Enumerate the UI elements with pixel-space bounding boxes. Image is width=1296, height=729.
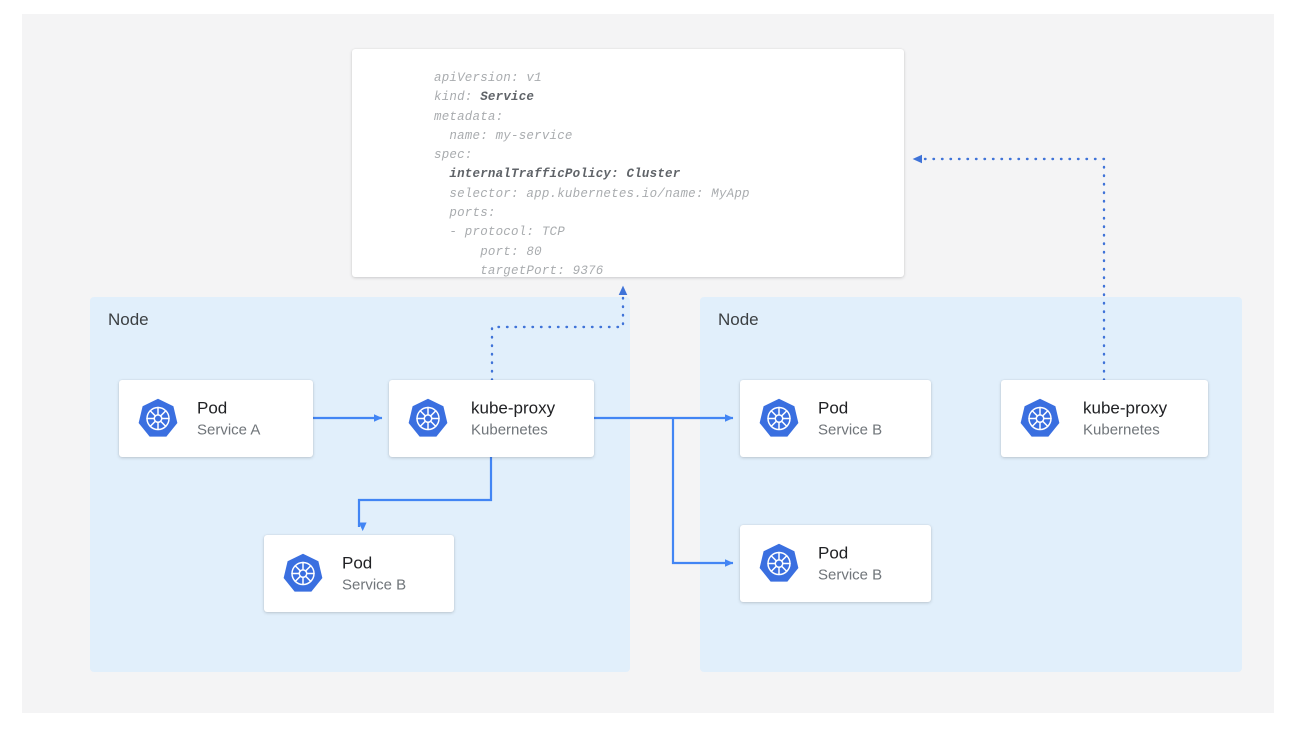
card-subtitle: Service B [818, 566, 883, 583]
yaml-line: port: 80 [434, 244, 542, 259]
card-text: Pod Service A [197, 397, 260, 440]
kubernetes-icon [1020, 398, 1060, 437]
node-left: Node [90, 297, 630, 672]
card-title: kube-proxy [1083, 398, 1168, 417]
card-text: kube-proxy Kubernetes [471, 397, 555, 440]
service-spec-yaml-text: apiVersion: v1 kind: Service metadata: n… [434, 69, 896, 277]
card-title: Pod [342, 553, 373, 572]
yaml-line: - protocol: TCP [434, 225, 565, 240]
card-title: Pod [818, 543, 849, 562]
card-text: Pod Service B [342, 552, 406, 595]
kubernetes-icon [138, 398, 178, 437]
card-subtitle: Kubernetes [1083, 421, 1160, 438]
yaml-line: spec: [434, 148, 473, 163]
kubernetes-icon [759, 398, 799, 437]
yaml-line-internal-traffic-policy: internalTrafficPolicy: Cluster [434, 167, 681, 182]
yaml-line: metadata: [434, 109, 504, 124]
kubernetes-icon [408, 398, 448, 437]
card-pod-service-b-local[interactable]: Pod Service B [264, 535, 454, 612]
diagram-canvas: apiVersion: v1 kind: Service metadata: n… [22, 14, 1274, 713]
service-spec-yaml-card: apiVersion: v1 kind: Service metadata: n… [352, 49, 904, 277]
card-kube-proxy-right[interactable]: kube-proxy Kubernetes [1001, 380, 1208, 457]
card-title: kube-proxy [471, 398, 556, 417]
kubernetes-icon [759, 543, 799, 582]
card-pod-service-b-remote-2[interactable]: Pod Service B [740, 525, 931, 602]
card-title: Pod [197, 398, 228, 417]
card-text: kube-proxy Kubernetes [1083, 397, 1167, 440]
node-left-label: Node [108, 310, 149, 329]
card-subtitle: Service B [342, 576, 407, 593]
card-subtitle: Kubernetes [471, 421, 548, 438]
yaml-kind-value: Service [480, 90, 535, 105]
yaml-line: kind: Service [434, 90, 535, 105]
card-subtitle: Service A [197, 421, 261, 438]
card-pod-service-a[interactable]: Pod Service A [119, 380, 313, 457]
card-text: Pod Service B [818, 542, 882, 585]
card-subtitle: Service B [818, 421, 883, 438]
yaml-line: name: my-service [434, 128, 573, 143]
yaml-line: ports: [434, 206, 496, 221]
yaml-line: targetPort: 9376 [434, 263, 604, 277]
node-right-label: Node [718, 310, 759, 329]
kubernetes-icon [283, 553, 323, 592]
card-pod-service-b-remote-1[interactable]: Pod Service B [740, 380, 931, 457]
card-text: Pod Service B [818, 397, 882, 440]
card-kube-proxy-left[interactable]: kube-proxy Kubernetes [389, 380, 594, 457]
yaml-line: selector: app.kubernetes.io/name: MyApp [434, 186, 750, 201]
yaml-line: apiVersion: v1 [434, 71, 542, 85]
node-right: Node [700, 297, 1242, 672]
card-title: Pod [818, 398, 849, 417]
